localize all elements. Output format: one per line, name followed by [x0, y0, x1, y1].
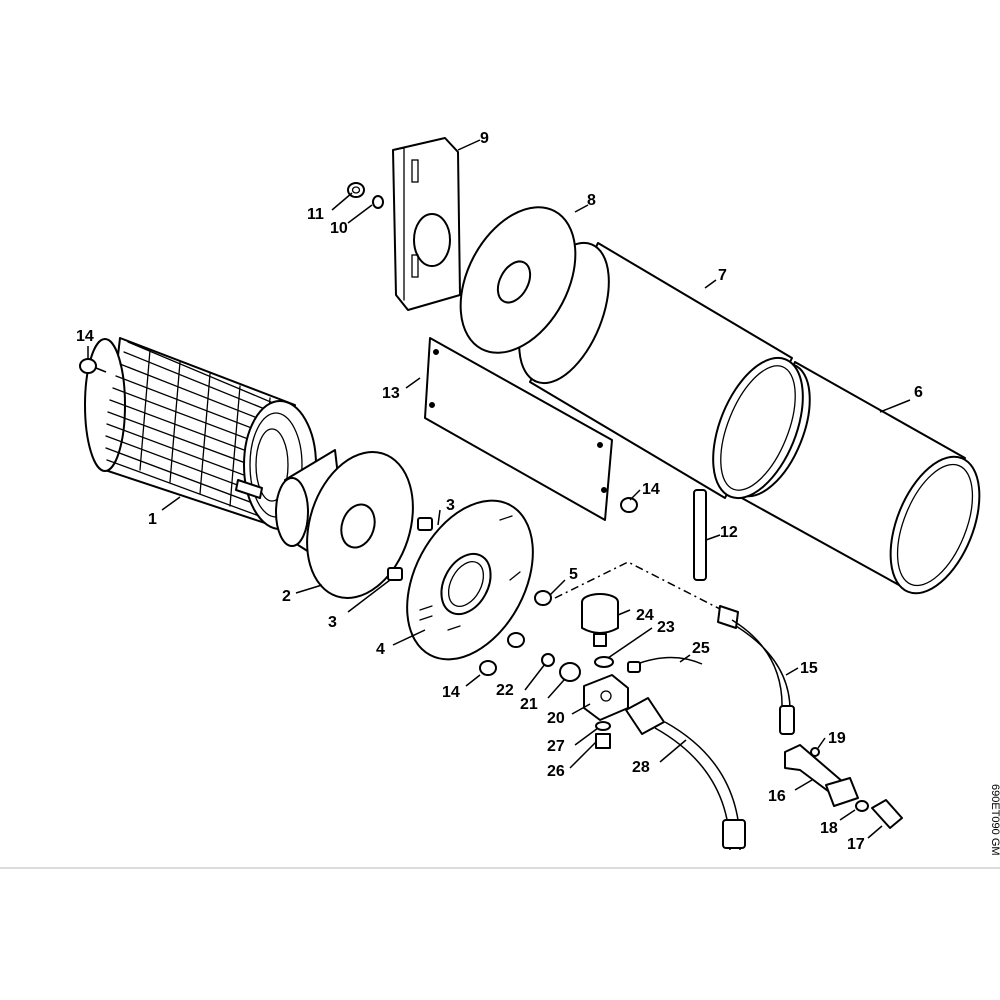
label-21: 21: [520, 696, 538, 713]
label-4: 4: [376, 641, 385, 658]
label-3b: 3: [328, 614, 337, 631]
label-11: 11: [307, 206, 324, 223]
label-24: 24: [636, 607, 654, 624]
label-17: 17: [847, 836, 865, 853]
part-1-heating-coil: [84, 337, 317, 530]
label-14a: 14: [76, 328, 94, 345]
label-2: 2: [282, 588, 291, 605]
label-26: 26: [547, 763, 565, 780]
part-20-valve-block: [583, 674, 629, 721]
label-15: 15: [800, 660, 818, 677]
part-2-burner-flange: [275, 449, 414, 599]
part-labels: 1 2 3 3 4 5 6 7 8 9 10 11 12 13 14 14 14…: [76, 130, 923, 853]
part-9-bracket: [392, 137, 461, 311]
label-8: 8: [587, 192, 596, 209]
label-19: 19: [828, 730, 846, 747]
label-27: 27: [547, 738, 565, 755]
label-18: 18: [820, 820, 838, 837]
part-15-gas-line: [717, 605, 795, 735]
part-28-hose: [625, 697, 746, 851]
part-14-nut-b: [620, 497, 638, 513]
label-1: 1: [148, 511, 157, 528]
label-10: 10: [330, 220, 348, 237]
part-10-washer: [372, 195, 384, 209]
part-16-nozzle-holder: [784, 744, 859, 807]
part-12-rod: [693, 489, 707, 581]
connection-dashed-line: [554, 561, 723, 611]
part-26-nipple: [595, 733, 611, 749]
part-19-screw: [810, 747, 820, 757]
label-23: 23: [657, 619, 675, 636]
label-5: 5: [569, 566, 578, 583]
part-13-heat-shield: [424, 337, 613, 521]
part-22-plug: [541, 653, 555, 667]
part-18-o-ring: [855, 800, 869, 812]
leader-lines: [87, 139, 911, 839]
part-25-thermocouple: [627, 656, 703, 673]
part-23-o-ring: [594, 656, 614, 668]
label-3a: 3: [446, 497, 455, 514]
label-14b: 14: [642, 481, 660, 498]
label-13: 13: [382, 385, 400, 402]
part-8-gasket: [459, 206, 577, 354]
label-6: 6: [914, 384, 923, 401]
label-28: 28: [632, 759, 650, 776]
label-7: 7: [718, 267, 727, 284]
part-4-burner-plate: [406, 499, 534, 661]
label-14c: 14: [442, 684, 460, 701]
label-20: 20: [547, 710, 565, 727]
label-12: 12: [720, 524, 738, 541]
part-3-clips: [387, 517, 433, 581]
part-14-nut-c: [479, 632, 525, 676]
label-22: 22: [496, 682, 514, 699]
part-27-o-ring: [595, 721, 611, 731]
part-24-valve-coil: [581, 593, 619, 647]
label-16: 16: [768, 788, 786, 805]
part-5-fitting: [534, 590, 552, 606]
part-14-nut-a: [79, 358, 107, 374]
part-21-sleeve: [559, 662, 581, 682]
drawing-code: 690ET090 GM: [989, 784, 1000, 856]
label-9: 9: [480, 130, 489, 147]
part-17-nozzle: [871, 799, 903, 829]
label-25: 25: [692, 640, 710, 657]
